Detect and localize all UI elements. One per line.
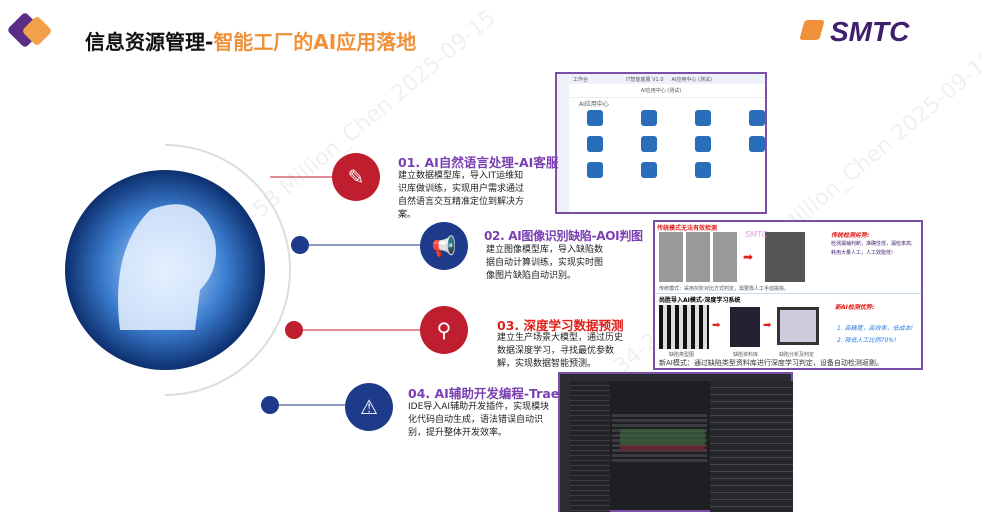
- app-icon[interactable]: [695, 110, 711, 126]
- item-3-desc: 建立生产场景大模型，通过历史数据深度学习，寻找最优参数解，实现数据智能预测。: [497, 333, 624, 369]
- app-icon[interactable]: [695, 162, 711, 178]
- window-title: AI应用中心 (测试): [557, 84, 765, 98]
- arrow-icon: ➡: [712, 320, 721, 331]
- old-title: 传统模式无法有效检测: [657, 225, 718, 232]
- app-icon[interactable]: [587, 136, 603, 152]
- ai-app-center-screenshot: 工作台 IT智能客服 V1.0 AI应用中心 (测试) AI应用中心 (测试) …: [555, 72, 767, 214]
- title-main: 信息资源管理-: [85, 30, 214, 54]
- app-icon[interactable]: [749, 136, 765, 152]
- app-icon[interactable]: [587, 110, 603, 126]
- arc-dot: [261, 396, 279, 414]
- title-sub: 智能工厂的AI应用落地: [213, 30, 417, 54]
- app-icon[interactable]: [749, 110, 765, 126]
- old-adv-1: 检测漏铺判断，准确性低，漏检率高;: [831, 241, 913, 247]
- item-3-title: 03. 深度学习数据预测: [497, 318, 624, 333]
- inspection-photo: [765, 232, 805, 282]
- document-pen-icon: ✎: [332, 153, 380, 201]
- item-2-desc: 建立图像模型库，导入缺陷数据自动计算训练，实现实时图像图片缺陷自动识别。: [486, 245, 604, 281]
- page-title: 信息资源管理-智能工厂的AI应用落地: [85, 26, 416, 55]
- new-adv-title: 新AI检测优势:: [835, 304, 875, 311]
- old-adv-2: 耗用大量人工，人工效能低!: [831, 250, 894, 256]
- signpost-icon: ⚲: [420, 306, 468, 354]
- computer-image: [730, 307, 760, 347]
- item-1-desc: 建立数据模型库，导入IT运维知识库做训练，实现用户需求通过自然语言交互精准定位到…: [398, 171, 525, 220]
- arrow-icon: ➡: [763, 320, 772, 331]
- app-icon[interactable]: [695, 136, 711, 152]
- sidebar: [557, 84, 569, 212]
- arrow-icon: ➡: [743, 250, 754, 264]
- defect-samples: [659, 232, 739, 282]
- item-4-desc: IDE导入AI辅助开发插件，实现模块化代码自动生成，语法错误自动识别，提升整体开…: [408, 402, 550, 438]
- item-2-title: 02. AI图像识别缺陷-AOI判图: [484, 229, 643, 243]
- new-adv-1: 1. 高精度，高效率，低成本!: [837, 325, 914, 332]
- tab: IT智能客服 V1.0: [626, 76, 664, 83]
- tab: AI应用中心 (测试): [671, 76, 712, 83]
- smtc-logo: SMTC: [830, 16, 910, 47]
- old-note: 传统模式：采用灰阶对比方式判定，需要靠人工手动挑除。: [659, 286, 790, 292]
- app-grid: [587, 110, 765, 178]
- label: 缺陷类型图: [669, 352, 695, 358]
- item-4-title: 04. AI辅助开发编程-Trae: [408, 386, 560, 401]
- trae-ide-screenshot: [558, 372, 793, 512]
- new-note: 新AI模式：通过缺陷类型资料库进行深度学习判定，设备自动检测返剔。: [659, 359, 883, 367]
- arc-dot: [285, 321, 303, 339]
- defect-type-image: [659, 305, 709, 349]
- aoi-comparison-image: 传统模式无法有效检测 ➡ 传统检测劣势: 检测漏铺判断，准确性低，漏检率高; 耗…: [653, 220, 923, 370]
- app-icon[interactable]: [641, 110, 657, 126]
- old-adv-title: 传统检测劣势:: [831, 232, 870, 239]
- warning-icon: ⚠: [345, 383, 393, 431]
- app-icon[interactable]: [587, 162, 603, 178]
- new-adv-2: 2. 降低人工比例70%!: [837, 337, 897, 344]
- arc-dot: [291, 236, 309, 254]
- label: 缺陷资料库: [733, 352, 759, 358]
- label: 缺陷分析及判定: [779, 352, 815, 358]
- megaphone-icon: 📢: [420, 222, 468, 270]
- app-icon[interactable]: [641, 162, 657, 178]
- smtc-watermark: SMTC: [745, 230, 768, 239]
- new-title: 尚胜导入AI模式-深度学习系统: [659, 297, 741, 304]
- item-1-title: 01. AI自然语言处理-AI客服: [398, 155, 559, 170]
- analysis-screen: [777, 307, 819, 345]
- tab: 工作台: [573, 76, 589, 83]
- section-title: AI应用中心: [579, 101, 609, 108]
- app-icon[interactable]: [641, 136, 657, 152]
